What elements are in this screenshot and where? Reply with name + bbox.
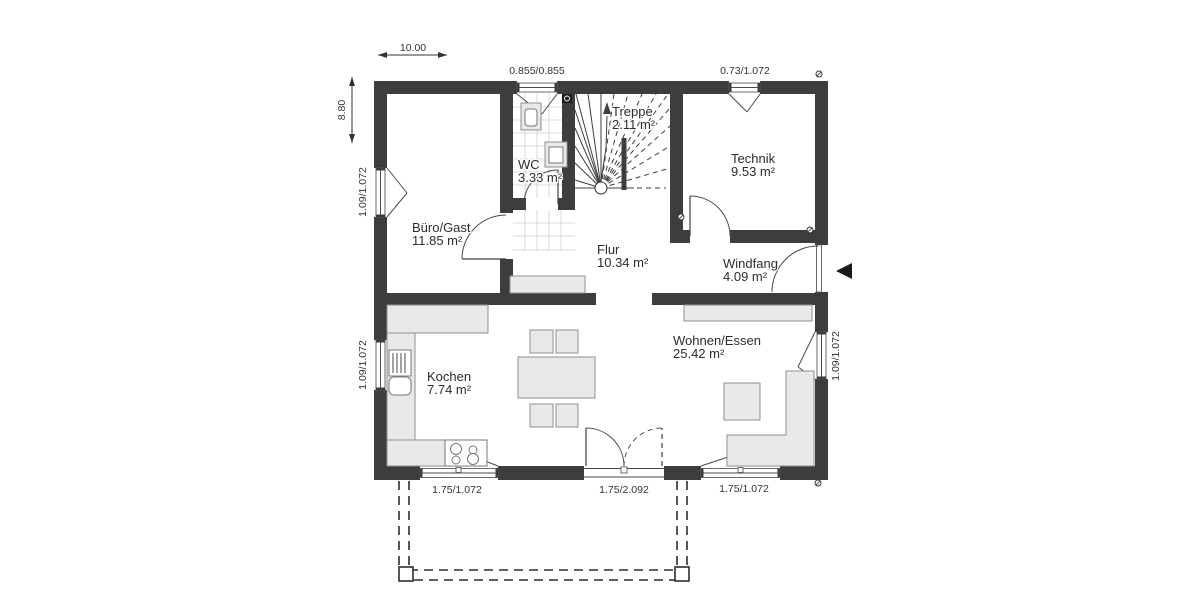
interior-walls — [387, 94, 815, 305]
door-technik — [689, 195, 731, 237]
dim-top-technik-window: 0.73/1.072 — [720, 65, 770, 77]
room-label-wohnen-area: 25.42 m² — [673, 346, 725, 361]
room-label-technik-area: 9.53 m² — [731, 164, 776, 179]
utility-symbols — [562, 70, 823, 487]
room-label-wc-area: 3.33 m² — [518, 170, 563, 185]
stair-spine — [621, 138, 627, 190]
wc-fixtures — [520, 102, 568, 168]
plan-width-label: 10.00 — [400, 42, 426, 54]
room-label-buero-name: Büro/Gast — [412, 220, 471, 235]
window-left-buero — [375, 167, 408, 218]
dim-left-kochen-window: 1.09/1.072 — [357, 340, 369, 390]
room-label-treppe-area: 2.11 m² — [612, 117, 656, 132]
dining-chair — [555, 403, 579, 428]
stair-walk-line — [600, 115, 608, 182]
door-wc — [523, 169, 559, 205]
staircase — [574, 93, 671, 195]
room-labels: Büro/Gast 11.85 m² WC 3.33 m² Treppe 2.1… — [411, 103, 779, 399]
dim-top-wc-window: 0.855/0.855 — [509, 65, 565, 77]
scale-dimension-vertical: 8.80 — [336, 77, 355, 143]
terrace-post — [674, 566, 690, 582]
dim-left-buero-window: 1.09/1.072 — [357, 167, 369, 217]
plan-height-label: 8.80 — [336, 100, 348, 121]
room-label-buero-area: 11.85 m² — [412, 233, 463, 248]
coffee-table — [723, 382, 761, 421]
wohnen-sideboard — [683, 304, 813, 322]
dim-right-wohnen-window: 1.09/1.072 — [830, 331, 842, 381]
room-label-flur-name: Flur — [597, 242, 620, 257]
dim-bottom-kochen-window: 1.75/1.072 — [432, 484, 482, 496]
room-label-flur-area: 10.34 m² — [597, 255, 649, 270]
dining-set — [517, 329, 596, 428]
stair-direction-arrow-icon — [603, 102, 611, 114]
dim-bottom-wohnen-window: 1.75/1.072 — [719, 483, 769, 495]
room-label-treppe-name: Treppe — [612, 104, 653, 119]
dining-chair — [529, 403, 554, 428]
kitchen-sink — [388, 349, 412, 396]
door-terrace — [584, 427, 664, 478]
terrace-post — [398, 566, 414, 582]
terrace-outline — [398, 481, 690, 582]
door-buero — [461, 213, 513, 260]
room-label-technik-name: Technik — [731, 151, 776, 166]
dim-bottom-terrace-door: 1.75/2.092 — [599, 484, 649, 496]
room-label-windfang-area: 4.09 m² — [723, 269, 768, 284]
shaft-symbol — [562, 94, 572, 103]
stair-treads-dashed — [600, 93, 671, 189]
scale-dimension-horizontal: 10.00 — [378, 42, 447, 58]
entrance-arrow-icon — [836, 263, 852, 279]
stair-newel-post — [594, 181, 608, 195]
room-label-kochen-area: 7.74 m² — [427, 382, 472, 397]
room-label-windfang-name: Windfang — [723, 256, 778, 271]
dining-chair — [529, 329, 554, 354]
corner-sofa — [726, 370, 815, 467]
door-entrance — [771, 244, 822, 293]
room-label-kochen-name: Kochen — [427, 369, 471, 384]
dining-chair — [555, 329, 579, 354]
window-top-technik — [728, 82, 761, 113]
dining-table — [517, 356, 596, 399]
room-label-wc-name: WC — [518, 157, 540, 172]
kitchen-cooktop — [444, 439, 488, 467]
room-label-wohnen-name: Wohnen/Essen — [673, 333, 761, 348]
flur-sideboard — [509, 275, 586, 294]
